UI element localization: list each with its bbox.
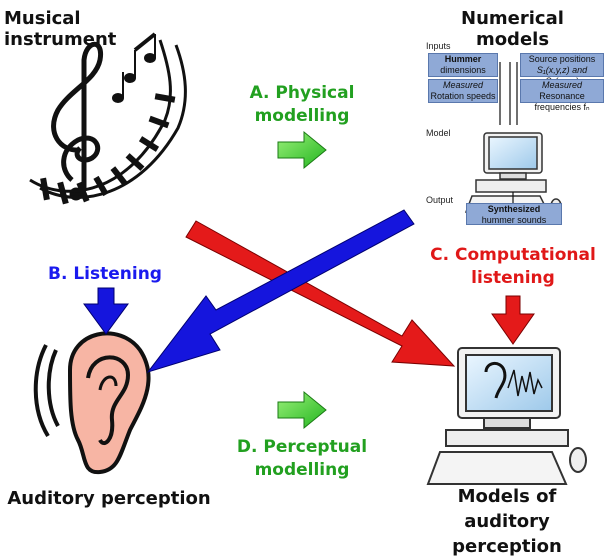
label-listening: B. Listening	[48, 264, 162, 284]
label-numerical-models: Numerical models	[461, 8, 564, 50]
box1-bold: Hummer	[444, 54, 482, 64]
schema-box-synthesized-sounds: Synthesized hummer sounds	[466, 203, 562, 225]
schema-box-source-positions: Source positions S₁(x,y,z) and S₂(x,y,z)	[520, 53, 604, 86]
box1-rest: dimensions	[440, 65, 486, 75]
green-arrow-perceptual	[277, 390, 327, 430]
schema-box-resonance-frequencies: Measured Resonance frequencies fₙ	[520, 79, 604, 112]
box2-line-1: Source positions	[528, 54, 596, 64]
box3-rest: Rotation speeds	[430, 91, 496, 101]
schema-inputs-label: Inputs	[426, 41, 451, 51]
schema-box-hummer-dimensions: Hummer dimensions	[428, 53, 498, 77]
physical-line-1: A. Physical	[249, 83, 355, 103]
green-arrow-physical	[277, 130, 327, 170]
out-bold: Synthesized	[487, 204, 541, 214]
label-auditory-perception: Auditory perception	[7, 488, 211, 509]
label-models-of-auditory-perception: Models of auditory perception	[410, 484, 604, 559]
diagram-graphics	[29, 32, 587, 485]
schema-model-label: Model	[426, 128, 451, 138]
blue-arrow-numerical-to-perception	[146, 209, 415, 373]
models-line-2: auditory perception	[452, 511, 562, 557]
box3-italic: Measured	[442, 80, 484, 90]
perceptual-line-1: D. Perceptual	[236, 437, 368, 457]
perceptual-line-2: modelling	[254, 460, 350, 480]
label-physical-modelling: A. Physical modelling	[232, 82, 372, 128]
red-arrow-instrument-to-models	[185, 220, 456, 367]
red-arrow-computational	[491, 295, 535, 345]
models-line-1: Models of	[457, 486, 557, 507]
schema-output-label: Output	[426, 195, 454, 205]
schema-connectors	[499, 62, 518, 203]
schema-box-rotation-speeds: Measured Rotation speeds	[428, 79, 498, 103]
label-computational-listening: C. Computational listening	[418, 244, 604, 290]
auditory-model-computer	[426, 347, 587, 485]
computational-line-2: listening	[471, 268, 555, 288]
box4-rest: Resonance frequencies fₙ	[534, 91, 590, 112]
box4-italic: Measured	[541, 80, 583, 90]
physical-line-2: modelling	[254, 106, 350, 126]
computational-line-1: C. Computational	[430, 245, 596, 265]
ear-illustration	[33, 331, 151, 475]
out-rest: hummer sounds	[481, 215, 547, 225]
label-perceptual-modelling: D. Perceptual modelling	[232, 436, 372, 482]
blue-arrow-listening	[83, 287, 129, 335]
label-musical-instrument: Musical instrument	[4, 8, 117, 50]
musical-instrument-illustration	[29, 32, 187, 205]
